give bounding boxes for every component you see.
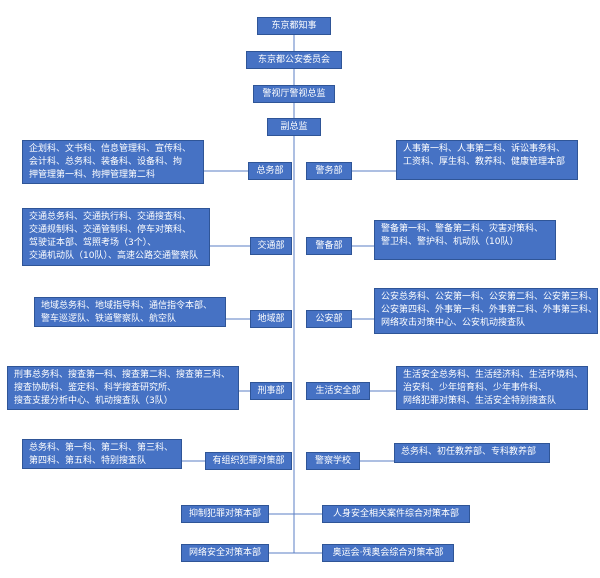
- units-police-school: 总务科、初任教养部、专科教养部: [394, 443, 550, 463]
- units-security: 警备第一科、警备第二科、灾害对策科、 警卫科、警护科、机动队（10队）: [374, 220, 556, 260]
- dept-police-affairs: 警务部: [306, 162, 352, 180]
- unit-line: 押管理第一科、拘押管理第二科: [29, 170, 156, 180]
- dept-organized-crime: 有组织犯罪对策部: [205, 452, 292, 470]
- dept-police-school: 警察学校: [306, 452, 360, 470]
- unit-line: 生活安全总务科、生活经济科、生活环境科、: [403, 370, 584, 380]
- dept-community-safety: 生活安全部: [306, 382, 370, 400]
- units-community-safety: 生活安全总务科、生活经济科、生活环境科、 治安科、少年培育科、少年事件科、 网络…: [396, 366, 588, 410]
- dept-personal-safety: 人身安全相关案件综合对策本部: [322, 505, 470, 523]
- unit-line: 人事第一科、人事第二科、诉讼事务科、: [403, 144, 566, 154]
- unit-line: 刑事总务科、搜查第一科、搜查第二科、搜查第三科、: [14, 370, 231, 380]
- unit-line: 网络攻击对策中心、公安机动搜查队: [381, 318, 526, 328]
- unit-line: 网络犯罪对策科、生活安全特别搜查队: [403, 396, 557, 406]
- dept-olympics: 奥运会·残奥会综合对策本部: [322, 544, 454, 562]
- dept-community: 地域部: [250, 310, 292, 328]
- unit-line: 工资科、厚生科、教养科、健康管理本部: [403, 157, 566, 167]
- dept-cybersecurity: 网络安全对策本部: [181, 544, 269, 562]
- dept-traffic: 交通部: [250, 237, 292, 255]
- unit-line: 警卫科、警护科、机动队（10队）: [381, 237, 519, 247]
- units-traffic: 交通总务科、交通执行科、交通搜查科、 交通规制科、交通管制科、停车对策科、 驾驶…: [22, 208, 210, 266]
- box-public-safety-commission: 东京都公安委员会: [246, 51, 342, 69]
- unit-line: 交通总务科、交通执行科、交通搜查科、: [29, 212, 192, 222]
- dept-general-affairs: 总务部: [248, 162, 292, 180]
- units-police-affairs: 人事第一科、人事第二科、诉讼事务科、 工资科、厚生科、教养科、健康管理本部: [396, 140, 578, 180]
- unit-line: 公安第四科、外事第一科、外事第二科、外事第三科、: [381, 305, 598, 315]
- unit-line: 地域总务科、地域指导科、通信指令本部、: [41, 301, 213, 311]
- unit-line: 交通规制科、交通管制科、停车对策科、: [29, 225, 192, 235]
- unit-line: 公安总务科、公安第一科、公安第二科、公安第三科、: [381, 292, 598, 302]
- box-governor: 东京都知事: [257, 17, 331, 35]
- unit-line: 驾驶证本部、驾照考场（3个）、: [29, 238, 157, 248]
- unit-line: 警车巡逻队、铁道警察队、航空队: [41, 314, 177, 324]
- units-criminal: 刑事总务科、搜查第一科、搜查第二科、搜查第三科、 搜查协助科、鉴定科、科学搜查研…: [7, 366, 239, 410]
- dept-security: 警备部: [306, 237, 352, 255]
- dept-criminal: 刑事部: [250, 382, 292, 400]
- units-community: 地域总务科、地域指导科、通信指令本部、 警车巡逻队、铁道警察队、航空队: [34, 297, 226, 327]
- unit-line: 交通机动队（10队）、高速公路交通警察队: [29, 251, 198, 261]
- units-public-security: 公安总务科、公安第一科、公安第二科、公安第三科、 公安第四科、外事第一科、外事第…: [374, 288, 598, 334]
- unit-line: 总务科、初任教养部、专科教养部: [401, 447, 537, 457]
- unit-line: 会计科、总务科、装备科、设备科、拘: [29, 157, 183, 167]
- unit-line: 第四科、第五科、特别搜查队: [29, 456, 147, 466]
- units-organized-crime: 总务科、第一科、第二科、第三科、 第四科、第五科、特别搜查队: [22, 439, 182, 469]
- unit-line: 总务科、第一科、第二科、第三科、: [29, 443, 174, 453]
- box-deputy-superintendent: 副总监: [267, 118, 321, 136]
- unit-line: 搜查协助科、鉴定科、科学搜查研究所、: [14, 383, 177, 393]
- unit-line: 搜查支援分析中心、机动搜查队（3队）: [14, 396, 173, 406]
- box-superintendent-general: 警视厅警视总监: [253, 85, 335, 103]
- units-general-affairs: 企划科、文书科、信息管理科、宣传科、 会计科、总务科、装备科、设备科、拘 押管理…: [22, 140, 204, 184]
- dept-crime-deterrence: 抑制犯罪对策本部: [181, 505, 269, 523]
- unit-line: 警备第一科、警备第二科、灾害对策科、: [381, 224, 544, 234]
- dept-public-security: 公安部: [306, 310, 352, 328]
- unit-line: 企划科、文书科、信息管理科、宣传科、: [29, 144, 192, 154]
- unit-line: 治安科、少年培育科、少年事件科、: [403, 383, 548, 393]
